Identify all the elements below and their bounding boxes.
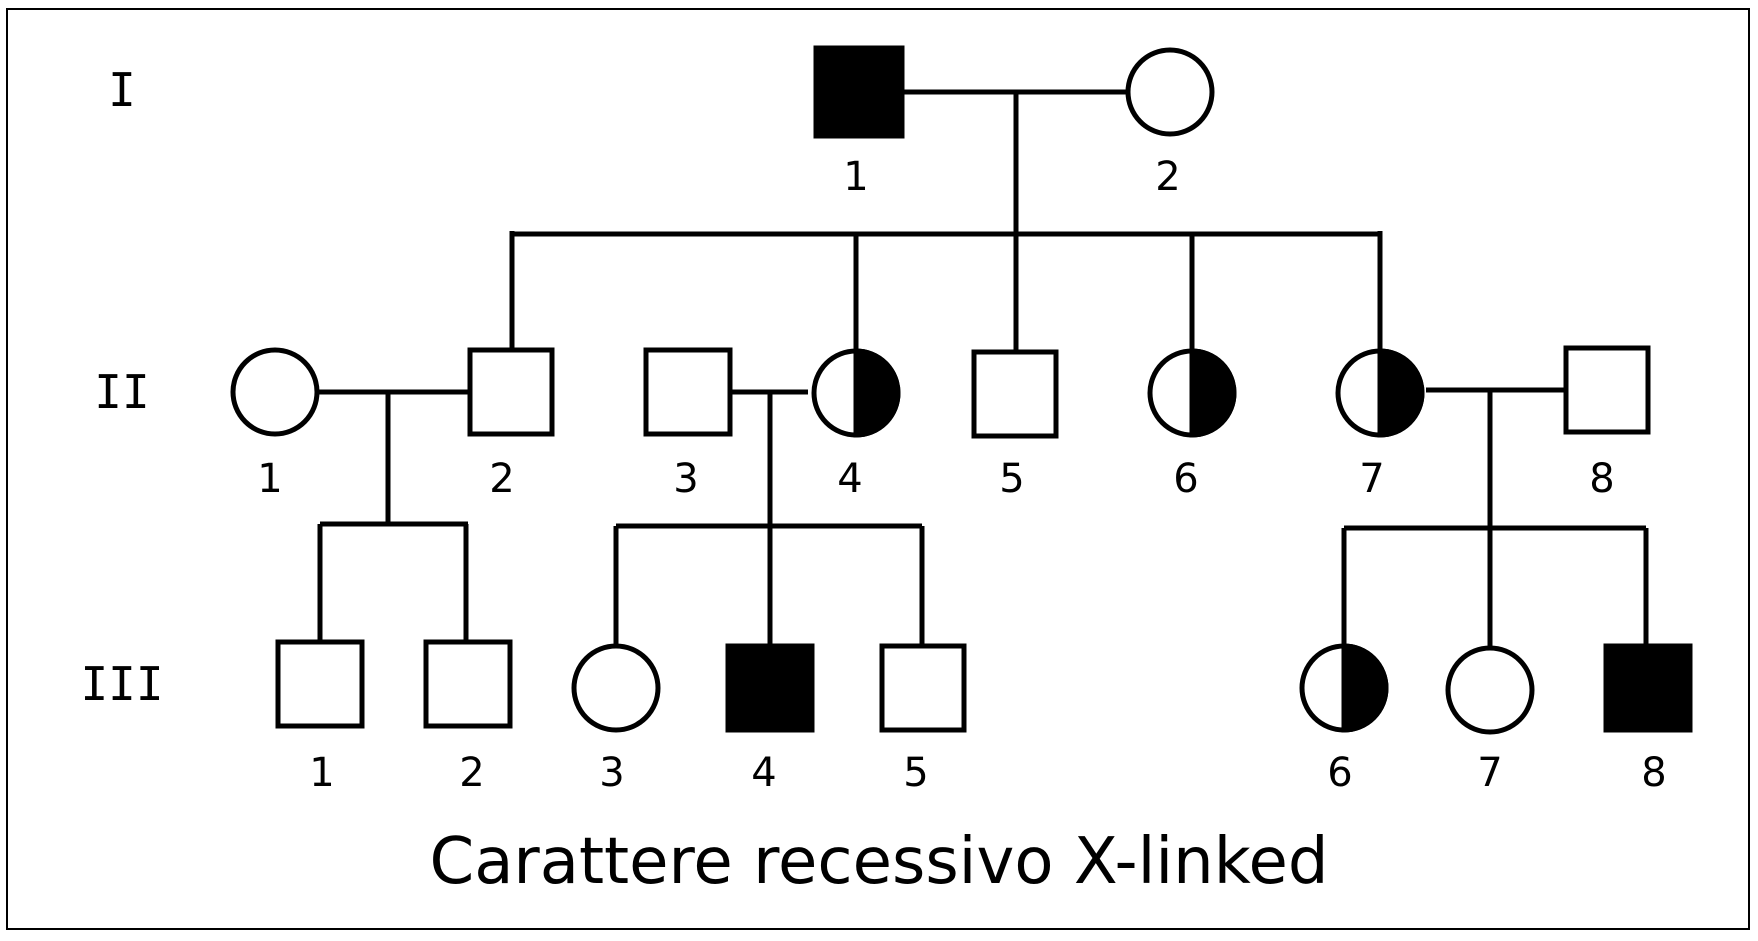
diagram-caption: Carattere recessivo X-linked bbox=[429, 825, 1329, 899]
individual-III1-male bbox=[275, 639, 365, 729]
individual-II3-male bbox=[643, 347, 733, 437]
individuals bbox=[230, 45, 1693, 735]
individual-III6-carrier-female bbox=[1299, 643, 1389, 733]
number-I2: 2 bbox=[1155, 154, 1180, 200]
number-II1: 1 bbox=[257, 456, 282, 502]
pedigree-connectors bbox=[317, 89, 1649, 648]
number-III1: 1 bbox=[309, 750, 334, 796]
number-III7: 7 bbox=[1477, 750, 1502, 796]
number-II2: 2 bbox=[489, 456, 514, 502]
number-II5: 5 bbox=[999, 456, 1024, 502]
number-II7: 7 bbox=[1359, 456, 1384, 502]
number-III2: 2 bbox=[459, 750, 484, 796]
number-III4: 4 bbox=[751, 750, 776, 796]
individual-III2-male bbox=[423, 639, 513, 729]
individual-I2-female bbox=[1125, 47, 1215, 137]
individual-II7-carrier-female bbox=[1335, 348, 1425, 438]
number-II4: 4 bbox=[837, 456, 862, 502]
individual-III4-affected-male bbox=[725, 643, 815, 733]
individual-III3-female bbox=[571, 643, 661, 733]
individual-II6-carrier-female bbox=[1147, 348, 1237, 438]
diagram-frame bbox=[6, 8, 1750, 930]
number-I1: 1 bbox=[843, 154, 868, 200]
number-II8: 8 bbox=[1589, 456, 1614, 502]
individual-I1-affected-male bbox=[813, 45, 905, 139]
number-III5: 5 bbox=[903, 750, 928, 796]
number-II3: 3 bbox=[673, 456, 698, 502]
number-III6: 6 bbox=[1327, 750, 1352, 796]
individual-numbers: 1 2 1 2 3 4 5 6 7 8 1 2 3 4 5 6 7 8 bbox=[257, 154, 1666, 796]
individual-II2-male bbox=[467, 347, 555, 437]
individual-III5-male bbox=[879, 643, 967, 733]
individual-II1-female bbox=[230, 347, 320, 437]
generation-label-I: I bbox=[108, 63, 136, 117]
individual-II5-male bbox=[971, 349, 1059, 439]
individual-II8-male bbox=[1563, 345, 1651, 435]
number-III3: 3 bbox=[599, 750, 624, 796]
generation-label-III: III bbox=[80, 657, 163, 711]
individual-III7-female bbox=[1445, 645, 1535, 735]
individual-III8-affected-male bbox=[1603, 643, 1693, 733]
generation-label-II: II bbox=[94, 365, 149, 419]
number-III8: 8 bbox=[1641, 750, 1666, 796]
individual-II4-carrier-female bbox=[811, 348, 901, 438]
number-II6: 6 bbox=[1173, 456, 1198, 502]
